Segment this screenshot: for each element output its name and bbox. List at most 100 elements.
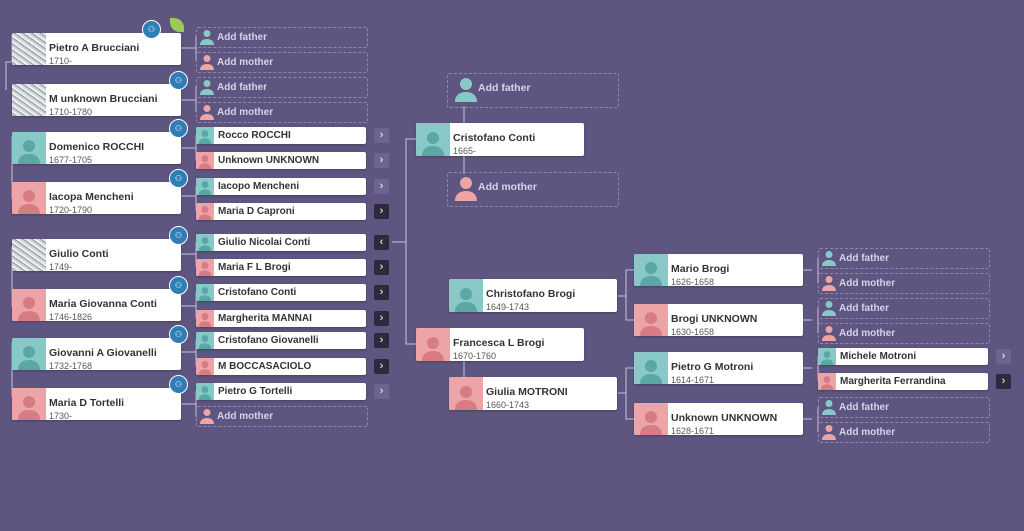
female-avatar-icon (12, 289, 46, 321)
male-avatar-icon (196, 383, 214, 400)
person-card[interactable]: Christofano Brogi 1649-1743 (449, 279, 617, 312)
male-avatar-icon (196, 127, 214, 144)
male-avatar-icon (449, 279, 483, 312)
person-card[interactable]: Iacopo Mencheni (196, 178, 366, 195)
female-avatar-icon (12, 388, 46, 420)
person-card[interactable]: Pietro G Motroni 1614-1671 (634, 352, 803, 384)
person-card[interactable]: Brogi UNKNOWN 1630-1658 (634, 304, 803, 336)
male-avatar-icon (634, 254, 668, 286)
person-card[interactable]: Margherita Ferrandina (818, 373, 988, 390)
male-add-icon (455, 78, 477, 102)
male-avatar-icon (196, 284, 214, 301)
add-mother-button[interactable]: Add mother (818, 273, 990, 294)
person-card[interactable]: Giovanni A Giovanelli 1732-1768 (12, 338, 181, 370)
add-mother-button[interactable]: Add mother (196, 102, 368, 123)
male-add-icon (822, 301, 836, 316)
female-add-icon (822, 326, 836, 341)
add-mother-button[interactable]: Add mother (196, 52, 368, 73)
record-hints-icon[interactable]: ⚇ (169, 169, 188, 188)
add-mother-button[interactable]: Add mother (196, 406, 368, 427)
add-father-button[interactable]: Add father (196, 27, 368, 48)
person-card[interactable]: Giulio Nicolai Conti (196, 234, 366, 251)
person-card[interactable]: Michele Motroni (818, 348, 988, 365)
person-card[interactable]: M BOCCASACIOLO (196, 358, 366, 375)
male-avatar-icon (634, 352, 668, 384)
chevron-right-icon[interactable]: › (374, 333, 389, 348)
chevron-left-icon[interactable]: ‹ (374, 235, 389, 250)
male-add-icon (200, 80, 214, 95)
chevron-right-icon[interactable]: › (374, 260, 389, 275)
person-card[interactable]: Francesca L Brogi 1670-1760 (416, 328, 584, 361)
person-card[interactable]: Pietro G Tortelli (196, 383, 366, 400)
male-avatar-icon (12, 132, 46, 164)
person-card[interactable]: Maria Giovanna Conti 1746-1826 (12, 289, 181, 321)
female-add-icon (200, 105, 214, 120)
female-avatar-icon (196, 203, 214, 220)
person-card[interactable]: Rocco ROCCHI (196, 127, 366, 144)
male-add-icon (822, 400, 836, 415)
female-add-icon (822, 276, 836, 291)
chevron-right-icon[interactable]: › (996, 374, 1011, 389)
female-avatar-icon (196, 310, 214, 327)
chevron-right-icon[interactable]: › (374, 128, 389, 143)
person-card[interactable]: Maria F L Brogi (196, 259, 366, 276)
person-card[interactable]: Domenico ROCCHI 1677-1705 (12, 132, 181, 164)
female-add-icon (200, 55, 214, 70)
person-card[interactable]: Giulia MOTRONI 1660-1743 (449, 377, 617, 410)
chevron-right-icon[interactable]: › (374, 384, 389, 399)
chevron-right-icon[interactable]: › (374, 153, 389, 168)
add-father-button[interactable]: Add father (196, 77, 368, 98)
person-card[interactable]: Unknown UNKNOWN (196, 152, 366, 169)
female-add-icon (822, 425, 836, 440)
add-mother-button[interactable]: Add mother (818, 422, 990, 443)
chevron-right-icon[interactable]: › (996, 349, 1011, 364)
person-card[interactable]: Unknown UNKNOWN 1628-1671 (634, 403, 803, 435)
add-father-button[interactable]: Add father (818, 248, 990, 269)
person-card[interactable]: Giulio Conti 1749- (12, 239, 181, 271)
person-card[interactable]: Iacopa Mencheni 1720-1790 (12, 182, 181, 214)
person-card[interactable]: Margherita MANNAI (196, 310, 366, 327)
female-avatar-icon (449, 377, 483, 410)
male-add-icon (822, 251, 836, 266)
person-card[interactable]: Maria D Tortelli 1730- (12, 388, 181, 420)
person-card[interactable]: Maria D Caproni (196, 203, 366, 220)
person-photo (12, 239, 46, 271)
record-hints-icon[interactable]: ⚇ (169, 325, 188, 344)
record-hints-icon[interactable]: ⚇ (169, 375, 188, 394)
add-father-button[interactable]: Add father (818, 397, 990, 418)
female-add-icon (200, 409, 214, 424)
chevron-right-icon[interactable]: › (374, 359, 389, 374)
record-hints-icon[interactable]: ⚇ (169, 226, 188, 245)
person-card[interactable]: Cristofano Conti (196, 284, 366, 301)
record-hints-icon[interactable]: ⚇ (169, 119, 188, 138)
male-avatar-icon (12, 338, 46, 370)
female-avatar-icon (196, 259, 214, 276)
female-avatar-icon (818, 373, 836, 390)
add-mother-button[interactable]: Add mother (818, 323, 990, 344)
male-avatar-icon (196, 234, 214, 251)
add-father-button[interactable]: Add father (818, 298, 990, 319)
person-card[interactable]: Mario Brogi 1626-1658 (634, 254, 803, 286)
record-hints-icon[interactable]: ⚇ (169, 71, 188, 90)
add-father-button[interactable]: Add father (447, 73, 619, 108)
male-avatar-icon (416, 123, 450, 156)
record-hints-icon[interactable]: ⚇ (142, 20, 161, 39)
add-mother-button[interactable]: Add mother (447, 172, 619, 207)
male-avatar-icon (196, 178, 214, 195)
chevron-right-icon[interactable]: › (374, 285, 389, 300)
person-photo (12, 84, 46, 116)
chevron-right-icon[interactable]: › (374, 311, 389, 326)
chevron-right-icon[interactable]: › (374, 179, 389, 194)
female-add-icon (455, 177, 477, 201)
male-avatar-icon (818, 348, 836, 365)
person-card[interactable]: Cristofano Giovanelli (196, 332, 366, 349)
leaf-hint-icon[interactable] (170, 18, 184, 32)
male-add-icon (200, 30, 214, 45)
chevron-right-icon[interactable]: › (374, 204, 389, 219)
female-avatar-icon (12, 182, 46, 214)
male-avatar-icon (196, 332, 214, 349)
record-hints-icon[interactable]: ⚇ (169, 276, 188, 295)
person-card[interactable]: M unknown Brucciani 1710-1780 (12, 84, 181, 116)
person-card[interactable]: Cristofano Conti 1665- (416, 123, 584, 156)
